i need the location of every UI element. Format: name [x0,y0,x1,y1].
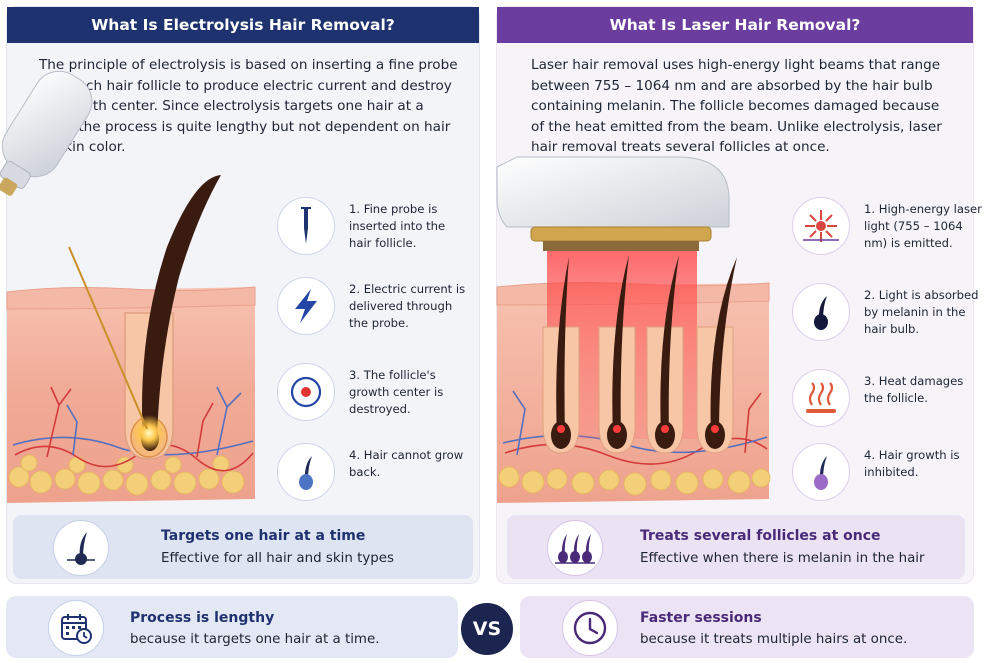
electrolysis-illustration [0,70,256,503]
calendar-icon [48,600,104,656]
multiple-hairs-icon [547,520,603,576]
electrolysis-bottom-subtitle: because it targets one hair at a time. [130,632,380,647]
inhibited-hair-icon [792,443,850,501]
electrolysis-summary: Targets one hair at a time Effective for… [13,515,473,579]
electrolysis-title: What Is Electrolysis Hair Removal? [7,7,479,43]
laser-title: What Is Laser Hair Removal? [497,7,973,43]
electrolysis-step-1: 1. Fine probe is inserted into the hair … [277,197,477,257]
laser-panel: What Is Laser Hair Removal? Laser hair r… [496,6,982,584]
electrolysis-intro: The principle of electrolysis is based o… [39,57,458,155]
laser-step-2: 2. Light is absorbed by melanin in the h… [792,283,992,343]
electrolysis-bottom-title: Process is lengthy [130,610,275,626]
hair-follicle-icon [277,443,335,501]
electrolysis-panel: What Is Electrolysis Hair Removal? The p… [0,6,480,584]
laser-intro: Laser hair removal uses high-energy ligh… [531,57,942,155]
laser-step-1: 1. High-energy laser light (755 – 1064 n… [792,197,992,257]
vs-badge: VS [458,600,516,658]
electrolysis-step-4: 4. Hair cannot grow back. [277,443,477,503]
clock-icon [562,600,618,656]
electrolysis-bottom-card: Process is lengthy because it targets on… [6,596,458,658]
target-icon [277,363,335,421]
electrolysis-summary-subtitle: Effective for all hair and skin types [161,551,394,566]
probe-icon [277,197,335,255]
laser-summary-subtitle: Effective when there is melanin in the h… [640,551,925,566]
laser-burst-icon [792,197,850,255]
single-hair-icon [53,520,109,576]
laser-step-3: 3. Heat damages the follicle. [792,369,992,429]
laser-illustration [496,156,771,503]
laser-bottom-card: Faster sessions because it treats multip… [520,596,974,658]
electrolysis-summary-title: Targets one hair at a time [161,528,366,544]
laser-bottom-title: Faster sessions [640,610,762,626]
electrolysis-step-3: 3. The follicle's growth center is destr… [277,363,477,423]
heat-icon [792,369,850,427]
lightning-icon [277,277,335,335]
laser-step-4: 4. Hair growth is inhibited. [792,443,992,503]
laser-summary: Treats several follicles at once Effecti… [507,515,965,579]
electrolysis-step-2: 2. Electric current is delivered through… [277,277,477,337]
laser-bottom-subtitle: because it treats multiple hairs at once… [640,632,908,647]
hair-bulb-icon [792,283,850,341]
laser-summary-title: Treats several follicles at once [640,528,881,544]
